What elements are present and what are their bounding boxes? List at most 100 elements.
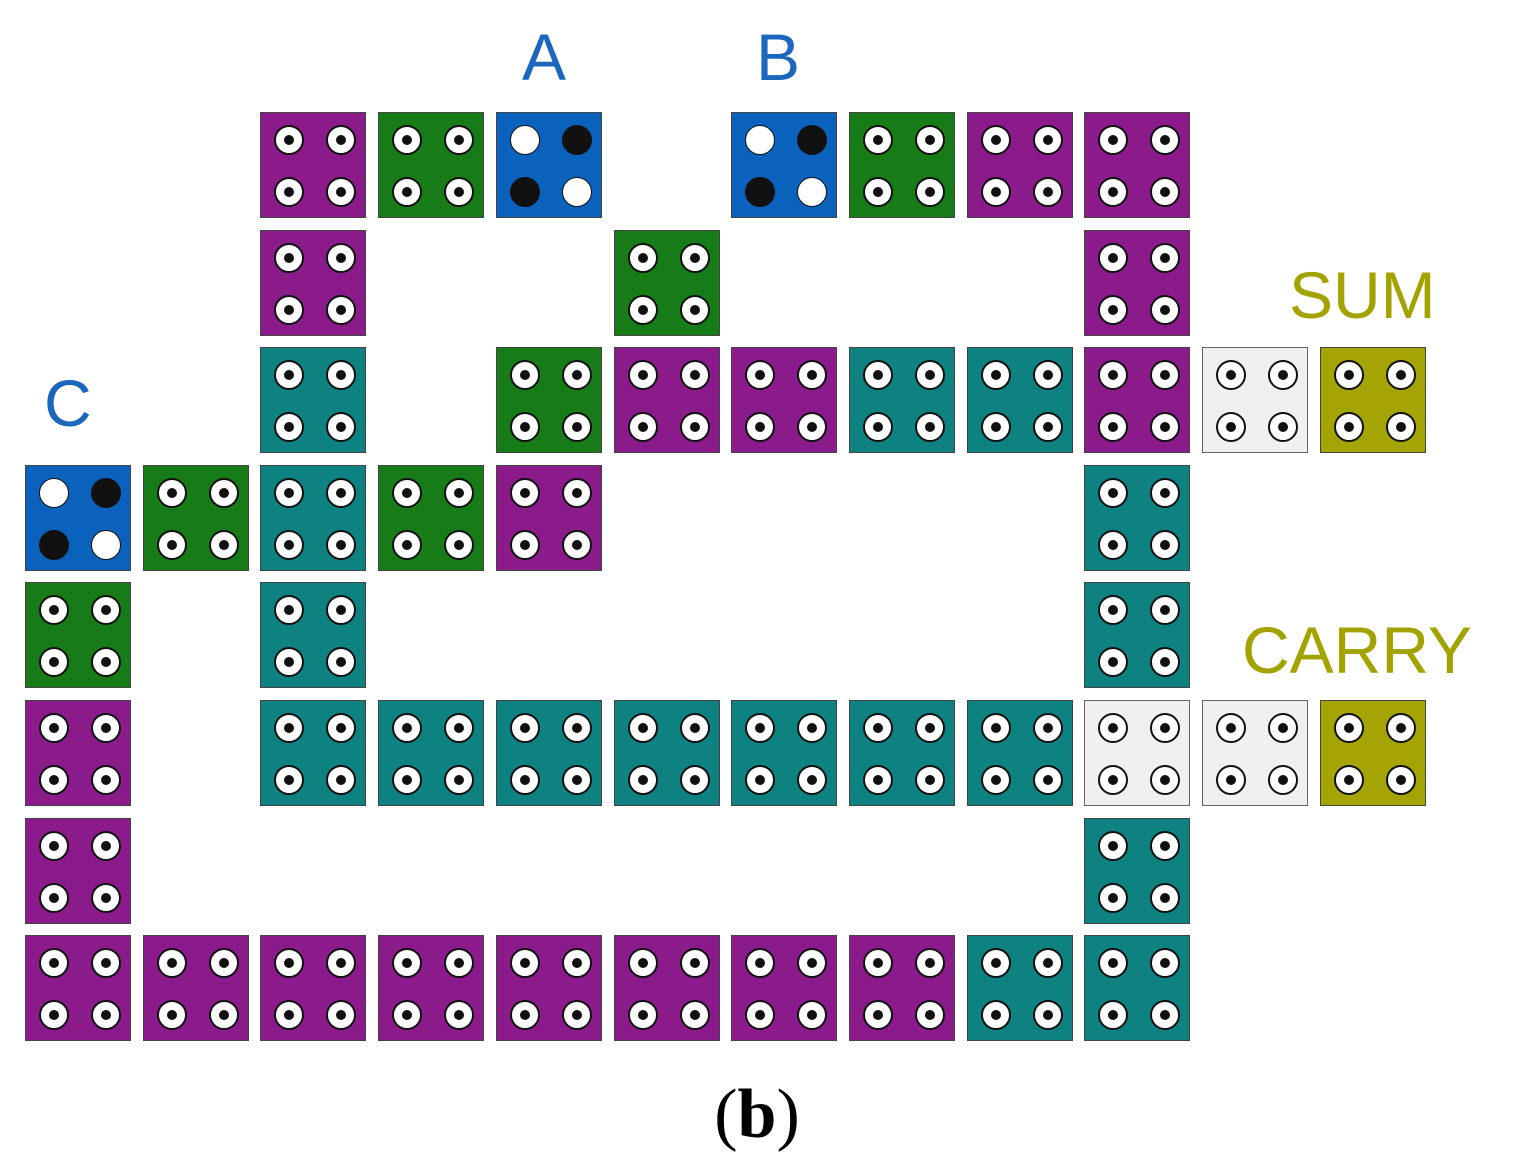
qca-cell-magenta xyxy=(614,347,720,453)
quantum-dot xyxy=(628,412,658,442)
quantum-dot xyxy=(797,177,827,207)
quantum-dot xyxy=(863,360,893,390)
quantum-dot xyxy=(562,360,592,390)
quantum-dot xyxy=(562,478,592,508)
quantum-dot xyxy=(1150,713,1180,743)
quantum-dot xyxy=(863,1000,893,1030)
quantum-dot xyxy=(91,647,121,677)
quantum-dot xyxy=(274,530,304,560)
qca-cell-blue xyxy=(731,112,837,218)
quantum-dot xyxy=(157,1000,187,1030)
quantum-dot xyxy=(562,177,592,207)
quantum-dot xyxy=(562,1000,592,1030)
quantum-dot xyxy=(510,713,540,743)
quantum-dot xyxy=(562,530,592,560)
quantum-dot xyxy=(562,765,592,795)
caption-open-paren: ( xyxy=(714,1076,738,1153)
quantum-dot xyxy=(274,478,304,508)
quantum-dot xyxy=(510,125,540,155)
qca-cell-magenta xyxy=(731,935,837,1041)
quantum-dot xyxy=(680,243,710,273)
quantum-dot xyxy=(628,765,658,795)
quantum-dot xyxy=(392,713,422,743)
quantum-dot xyxy=(1268,360,1298,390)
qca-cell-magenta xyxy=(143,935,249,1041)
quantum-dot xyxy=(745,360,775,390)
quantum-dot xyxy=(863,948,893,978)
quantum-dot xyxy=(981,713,1011,743)
caption-close-paren: ) xyxy=(776,1076,800,1153)
quantum-dot xyxy=(981,177,1011,207)
quantum-dot xyxy=(1334,713,1364,743)
quantum-dot xyxy=(326,243,356,273)
qca-cell-magenta xyxy=(1084,112,1190,218)
quantum-dot xyxy=(392,1000,422,1030)
quantum-dot xyxy=(510,360,540,390)
quantum-dot xyxy=(1216,412,1246,442)
qca-cell-teal xyxy=(967,347,1073,453)
quantum-dot xyxy=(510,948,540,978)
quantum-dot xyxy=(392,765,422,795)
quantum-dot xyxy=(1268,765,1298,795)
quantum-dot xyxy=(628,948,658,978)
qca-cell-teal xyxy=(967,700,1073,806)
quantum-dot xyxy=(1386,412,1416,442)
quantum-dot xyxy=(444,177,474,207)
quantum-dot xyxy=(1033,948,1063,978)
input-label-c: C xyxy=(44,366,92,440)
quantum-dot xyxy=(1098,243,1128,273)
quantum-dot xyxy=(915,1000,945,1030)
quantum-dot xyxy=(680,765,710,795)
quantum-dot xyxy=(274,412,304,442)
quantum-dot xyxy=(797,948,827,978)
quantum-dot xyxy=(1386,360,1416,390)
qca-cell-teal xyxy=(260,700,366,806)
qca-cell-blue xyxy=(25,465,131,571)
quantum-dot xyxy=(562,125,592,155)
quantum-dot xyxy=(1033,713,1063,743)
quantum-dot xyxy=(392,478,422,508)
qca-cell-magenta xyxy=(260,112,366,218)
qca-cell-teal xyxy=(614,700,720,806)
quantum-dot xyxy=(91,530,121,560)
qca-cell-magenta xyxy=(614,935,720,1041)
quantum-dot xyxy=(1150,831,1180,861)
output-label-carry: CARRY xyxy=(1242,613,1472,687)
qca-cell-magenta xyxy=(378,935,484,1041)
quantum-dot xyxy=(745,177,775,207)
quantum-dot xyxy=(1033,125,1063,155)
quantum-dot xyxy=(444,530,474,560)
quantum-dot xyxy=(326,177,356,207)
quantum-dot xyxy=(1150,177,1180,207)
quantum-dot xyxy=(680,412,710,442)
quantum-dot xyxy=(863,412,893,442)
quantum-dot xyxy=(91,883,121,913)
quantum-dot xyxy=(1098,125,1128,155)
quantum-dot xyxy=(91,595,121,625)
quantum-dot xyxy=(745,948,775,978)
quantum-dot xyxy=(915,713,945,743)
quantum-dot xyxy=(39,948,69,978)
quantum-dot xyxy=(274,295,304,325)
quantum-dot xyxy=(1033,1000,1063,1030)
quantum-dot xyxy=(444,948,474,978)
quantum-dot xyxy=(797,125,827,155)
quantum-dot xyxy=(91,713,121,743)
quantum-dot xyxy=(91,1000,121,1030)
quantum-dot xyxy=(1386,765,1416,795)
qca-cell-teal xyxy=(260,347,366,453)
qca-cell-green xyxy=(849,112,955,218)
quantum-dot xyxy=(562,412,592,442)
quantum-dot xyxy=(510,412,540,442)
qca-cell-teal xyxy=(260,582,366,688)
quantum-dot xyxy=(392,530,422,560)
quantum-dot xyxy=(91,831,121,861)
quantum-dot xyxy=(745,1000,775,1030)
qca-cell-teal xyxy=(260,465,366,571)
quantum-dot xyxy=(1150,883,1180,913)
quantum-dot xyxy=(326,478,356,508)
qca-cell-teal xyxy=(849,347,955,453)
qca-cell-magenta xyxy=(849,935,955,1041)
qca-cell-green xyxy=(378,465,484,571)
quantum-dot xyxy=(1268,412,1298,442)
